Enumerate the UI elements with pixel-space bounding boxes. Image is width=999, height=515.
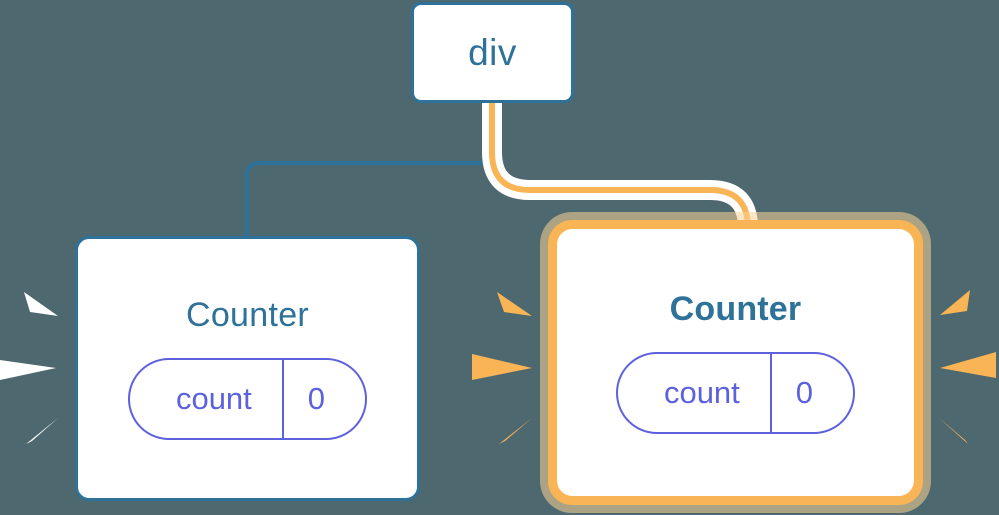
state-key-left: count — [175, 381, 252, 416]
state-value-left: 0 — [281, 359, 365, 438]
node-counter-right[interactable]: Counter count 0 — [548, 220, 923, 505]
spark-icon — [497, 292, 532, 316]
spark-group-left — [0, 292, 58, 444]
spark-group-right — [938, 290, 996, 444]
node-counter-left[interactable]: Counter count 0 — [75, 236, 420, 501]
spark-icon — [938, 417, 968, 444]
node-counter-right-inner: Counter count 0 — [557, 229, 914, 496]
spark-group-middle — [472, 292, 532, 444]
state-pill-left: count 0 — [127, 357, 368, 440]
spark-icon — [472, 354, 532, 380]
state-pill-right: count 0 — [615, 351, 856, 434]
spark-icon — [940, 290, 970, 315]
node-counter-left-label: Counter — [185, 295, 310, 334]
spark-icon — [0, 360, 56, 380]
state-key-right: count — [663, 375, 740, 410]
node-counter-right-label: Counter — [669, 289, 802, 328]
edge-root-to-counter-right-halo — [482, 103, 758, 232]
spark-icon — [499, 418, 532, 444]
node-div[interactable]: div — [411, 2, 574, 103]
state-value-right: 0 — [769, 353, 853, 432]
spark-icon — [24, 292, 58, 316]
edge-root-to-counter-left — [245, 101, 494, 238]
node-div-label: div — [468, 32, 517, 73]
spark-icon — [26, 418, 58, 444]
edge-root-to-counter-right — [489, 103, 751, 232]
spark-icon — [940, 352, 996, 378]
